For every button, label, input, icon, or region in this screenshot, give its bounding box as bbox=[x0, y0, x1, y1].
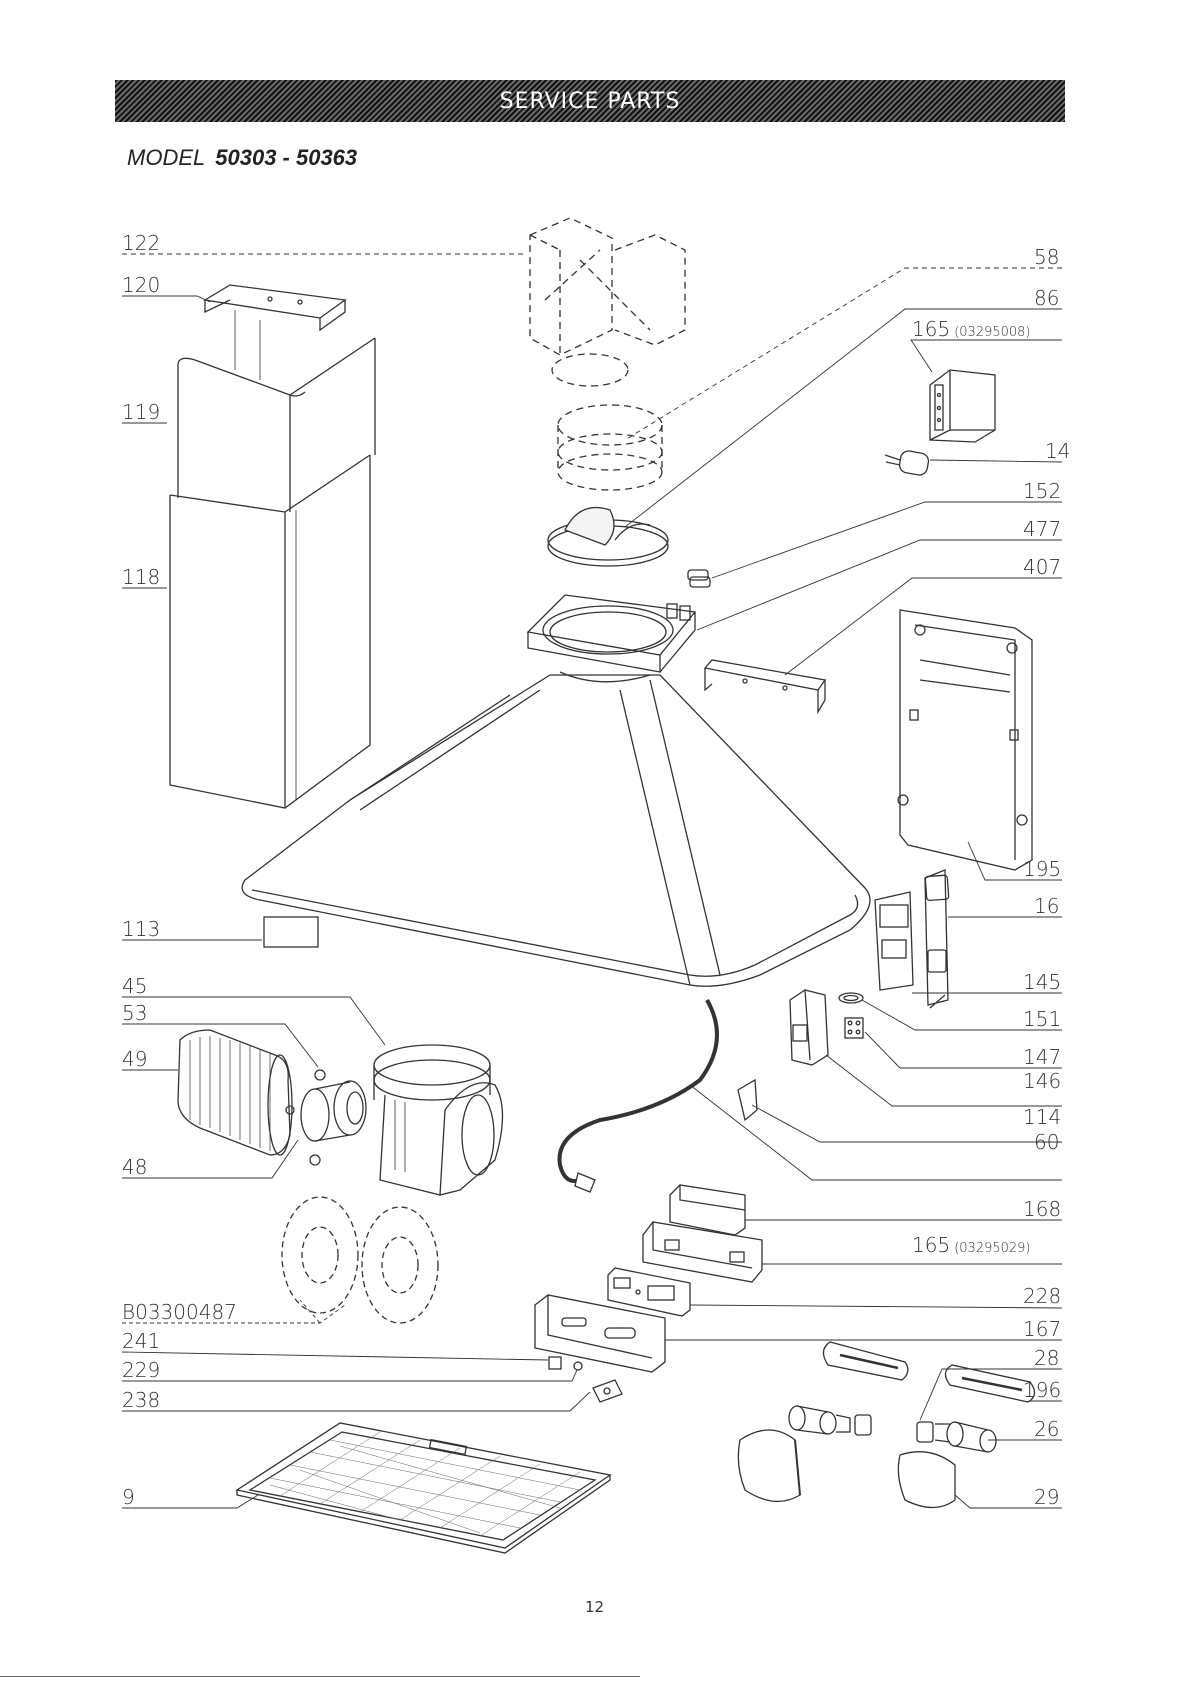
grease-filter-9 bbox=[237, 1423, 610, 1553]
terminal-block-147 bbox=[845, 1018, 863, 1038]
part-label-145: 145 bbox=[1023, 971, 1061, 993]
part-label-58: 58 bbox=[1034, 246, 1059, 268]
part-label-122: 122 bbox=[122, 232, 160, 254]
hood-canopy bbox=[242, 672, 870, 986]
part-label-86: 86 bbox=[1034, 287, 1059, 309]
switch-cover-168 bbox=[670, 1185, 745, 1235]
part-label-147: 147 bbox=[1023, 1046, 1061, 1068]
power-cord-60 bbox=[560, 1000, 758, 1192]
control-panel-167 bbox=[535, 1295, 665, 1372]
lower-chimney-cover bbox=[170, 455, 370, 808]
part-label-165b-number: 165 bbox=[912, 1233, 950, 1257]
part-label-228: 228 bbox=[1023, 1285, 1061, 1307]
part-label-120: 120 bbox=[122, 274, 160, 296]
part-label-146: 146 bbox=[1023, 1070, 1061, 1092]
part-label-151: 151 bbox=[1023, 1008, 1061, 1030]
part-label-165-number: 165 bbox=[912, 317, 950, 341]
part-label-165b-code: (03295029) bbox=[954, 1241, 1030, 1256]
bottom-rule bbox=[0, 1676, 640, 1677]
fan-wheel-49 bbox=[178, 1030, 292, 1155]
panel-frame-165 bbox=[643, 1222, 762, 1282]
part-label-119: 119 bbox=[122, 401, 160, 423]
part-label-168: 168 bbox=[1023, 1198, 1061, 1220]
part-label-118: 118 bbox=[122, 566, 160, 588]
part-label-14: 14 bbox=[1045, 440, 1070, 462]
part-label-196: 196 bbox=[1023, 1379, 1061, 1401]
page-number: 12 bbox=[0, 1598, 1189, 1616]
back-draft-damper bbox=[548, 508, 668, 567]
switch-16 bbox=[925, 870, 949, 1008]
grommet-151 bbox=[839, 993, 863, 1003]
part-label-16: 16 bbox=[1034, 895, 1059, 917]
lamp-holder-196 bbox=[945, 1365, 1034, 1402]
charcoal-filters-dashed bbox=[282, 1197, 438, 1323]
air-deflector-dashed bbox=[530, 218, 685, 386]
junction-box-146 bbox=[790, 990, 828, 1065]
control-box-165 bbox=[930, 370, 995, 442]
part-label-29: 29 bbox=[1034, 1486, 1059, 1508]
duct-adapter-dashed bbox=[558, 405, 662, 490]
part-label-28: 28 bbox=[1034, 1347, 1059, 1369]
bulb-socket-26 bbox=[789, 1406, 996, 1452]
part-label-195: 195 bbox=[1023, 858, 1061, 880]
part-label-167: 167 bbox=[1023, 1318, 1061, 1340]
part-label-238: 238 bbox=[122, 1389, 160, 1411]
motor-48 bbox=[286, 1070, 366, 1165]
part-label-152: 152 bbox=[1023, 480, 1061, 502]
part-label-229: 229 bbox=[122, 1359, 160, 1381]
upper-chimney-cover bbox=[178, 310, 375, 512]
part-label-165-03295029: 165 (03295029) bbox=[912, 1234, 1031, 1260]
leader-lines bbox=[122, 254, 1062, 1508]
part-label-9: 9 bbox=[122, 1486, 135, 1508]
led-229 bbox=[574, 1362, 582, 1370]
bracket-407 bbox=[705, 660, 825, 712]
part-label-53: 53 bbox=[122, 1002, 147, 1024]
mounting-panel-195 bbox=[898, 610, 1032, 870]
part-label-49: 49 bbox=[122, 1048, 147, 1070]
part-label-b03300487: B03300487 bbox=[122, 1301, 237, 1323]
part-label-114: 114 bbox=[1023, 1106, 1061, 1128]
part-label-26: 26 bbox=[1034, 1418, 1059, 1440]
part-label-165-03295008: 165 (03295008) bbox=[912, 318, 1031, 344]
part-label-241: 241 bbox=[122, 1330, 160, 1352]
part-label-113: 113 bbox=[122, 918, 160, 940]
part-label-48: 48 bbox=[122, 1156, 147, 1178]
part-label-407: 407 bbox=[1023, 556, 1061, 578]
chimney-bracket bbox=[205, 285, 345, 330]
part-label-45: 45 bbox=[122, 975, 147, 997]
button-238 bbox=[593, 1380, 622, 1402]
circuit-board-145 bbox=[875, 892, 913, 990]
lamp-holder-28 bbox=[823, 1342, 907, 1380]
capacitor-14 bbox=[885, 450, 930, 477]
blower-housing-45 bbox=[374, 1045, 503, 1195]
part-label-477: 477 bbox=[1023, 518, 1061, 540]
knob-241 bbox=[549, 1357, 561, 1369]
part-label-60: 60 bbox=[1034, 1131, 1059, 1153]
part-label-165-code: (03295008) bbox=[954, 325, 1030, 340]
label-plate-113 bbox=[264, 917, 318, 947]
clip-152 bbox=[688, 570, 710, 587]
motor-support-plate bbox=[528, 595, 695, 672]
